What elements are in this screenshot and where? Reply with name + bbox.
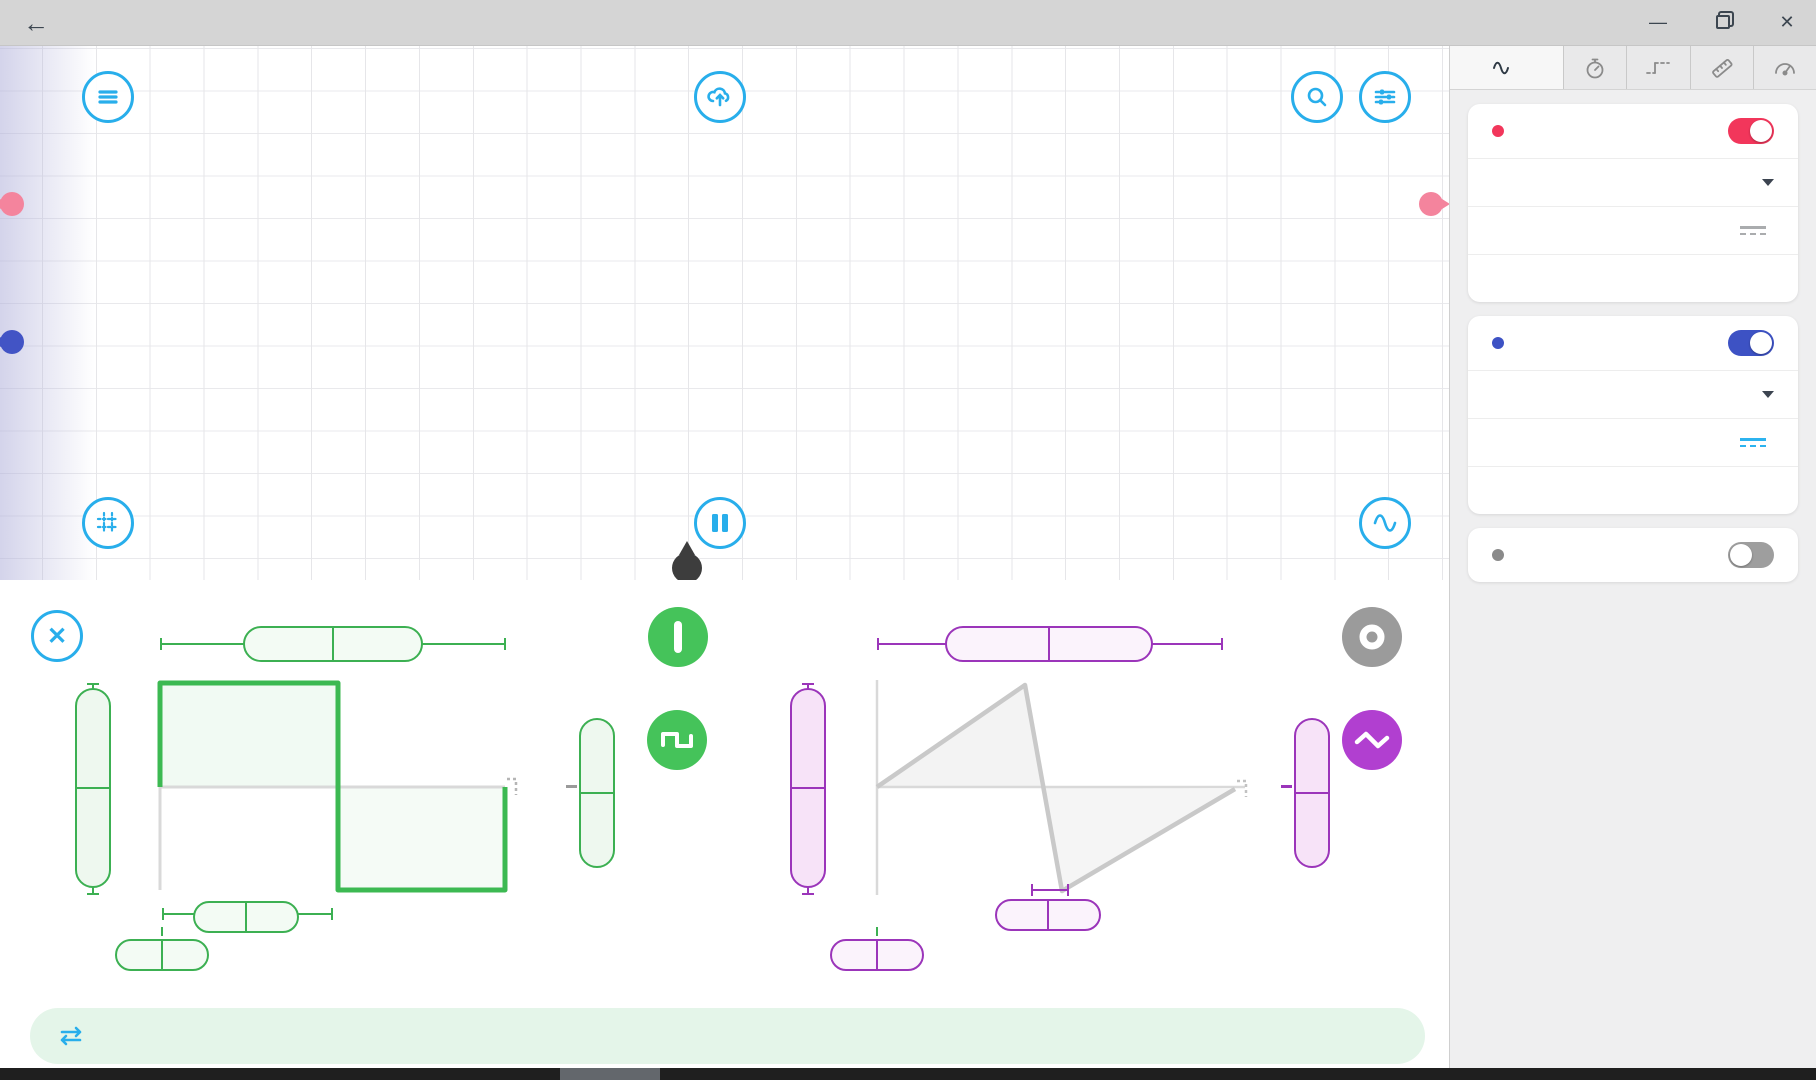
trigger-step-icon <box>1646 61 1671 74</box>
dc-coupling-icon <box>1740 438 1766 447</box>
gauge-icon <box>1774 62 1795 75</box>
settings-sidebar <box>1449 46 1816 1068</box>
math-channel-color-dot <box>1492 549 1504 561</box>
output1-offset-tick <box>566 785 577 788</box>
plot-grid <box>0 46 1449 580</box>
channel-a-color-dot <box>1492 125 1504 137</box>
output1-amplitude-pill[interactable] <box>75 688 111 888</box>
output2-phase-pill[interactable] <box>830 939 924 971</box>
tab-gauge[interactable] <box>1752 46 1816 89</box>
math-channel-toggle[interactable] <box>1728 542 1774 568</box>
tab-channel[interactable] <box>1450 46 1563 89</box>
output1-duty-pill[interactable] <box>193 901 299 933</box>
window-bottom-strip <box>0 1068 1816 1080</box>
channel-b-toggle[interactable] <box>1728 330 1774 356</box>
pause-button[interactable] <box>694 497 746 549</box>
math-channel-card <box>1468 528 1798 582</box>
generator-panel: ✕ <box>0 580 1449 1068</box>
output2-offset-tick <box>1281 785 1292 788</box>
channel-a-header <box>1468 104 1798 158</box>
output2-offset-pill[interactable] <box>1294 718 1330 868</box>
grid-axes-icon <box>96 511 120 535</box>
hamburger-menu-icon <box>98 90 118 104</box>
frequency-bar[interactable] <box>30 1008 1425 1064</box>
output1-waveform-button[interactable] <box>647 710 707 770</box>
toggle-knob <box>1730 544 1752 566</box>
resize-grip[interactable] <box>560 1068 660 1080</box>
close-window-button[interactable]: ✕ <box>1764 0 1810 44</box>
channel-a-card <box>1468 104 1798 302</box>
output2-enable-button[interactable] <box>1342 607 1402 667</box>
channel-a-probe-row <box>1468 254 1798 302</box>
zoom-button[interactable] <box>1291 71 1343 123</box>
tab-acquisition[interactable] <box>1563 46 1626 89</box>
sine-icon <box>1373 514 1397 532</box>
toggle-knob <box>1750 332 1772 354</box>
output1-enable-button[interactable] <box>648 607 708 667</box>
output1-phase-pill[interactable] <box>115 939 209 971</box>
swap-arrows-icon <box>60 1026 82 1046</box>
output2-duty-span <box>1031 884 1069 896</box>
search-icon <box>1307 87 1327 107</box>
chevron-down-icon <box>1762 179 1774 186</box>
channel-a-coupling-row <box>1468 206 1798 254</box>
menu-button[interactable] <box>82 71 134 123</box>
restore-button[interactable] <box>1700 0 1746 44</box>
channel-tab-sine-icon <box>1493 61 1509 74</box>
channel-b-marker[interactable] <box>0 330 24 354</box>
back-button[interactable]: ← <box>16 6 56 40</box>
channel-b-color-dot <box>1492 337 1504 349</box>
channel-b-probe-row[interactable] <box>1468 466 1798 514</box>
sidebar-tabbar <box>1450 46 1816 90</box>
output1-frequency-pill[interactable] <box>243 626 423 662</box>
channel-a-toggle[interactable] <box>1728 118 1774 144</box>
output1-phase-tick <box>161 927 163 936</box>
trigger-level-marker[interactable] <box>1419 192 1449 216</box>
chevron-down-icon <box>1762 391 1774 398</box>
output2-waveform-preview <box>875 680 1248 895</box>
tab-trigger[interactable] <box>1626 46 1689 89</box>
tab-measurements[interactable] <box>1689 46 1753 89</box>
grid-settings-button[interactable] <box>82 497 134 549</box>
power-off-icon <box>1359 624 1385 650</box>
output2-duty-pill[interactable] <box>995 899 1101 931</box>
ruler-icon <box>1711 58 1733 78</box>
channel-a-source-row[interactable] <box>1468 158 1798 206</box>
minimize-button[interactable]: — <box>1635 0 1681 44</box>
channel-b-source-row[interactable] <box>1468 370 1798 418</box>
stopwatch-icon <box>1586 58 1604 78</box>
channel-b-header <box>1468 316 1798 370</box>
square-wave-icon <box>661 732 693 748</box>
pause-icon <box>712 514 728 532</box>
cloud-upload-icon <box>707 87 730 107</box>
main-area: ✕ <box>0 46 1449 1068</box>
output2-waveform-button[interactable] <box>1342 710 1402 770</box>
restore-icon <box>1716 15 1730 29</box>
scope-plot <box>0 46 1449 580</box>
output2-phase-tick <box>876 927 878 936</box>
toggle-knob <box>1750 120 1772 142</box>
channel-a-marker[interactable] <box>0 192 24 216</box>
power-on-icon <box>674 621 682 653</box>
output2-frequency-pill[interactable] <box>945 626 1153 662</box>
channel-b-coupling-row[interactable] <box>1468 418 1798 466</box>
output2-amplitude-pill[interactable] <box>790 688 826 888</box>
ramp-wave-icon <box>1354 731 1390 749</box>
output1-waveform-preview <box>157 680 518 893</box>
source-waveform-button[interactable] <box>1359 497 1411 549</box>
channel-b-card <box>1468 316 1798 514</box>
sliders-icon <box>1374 89 1396 105</box>
cloud-upload-button[interactable] <box>694 71 746 123</box>
dc-coupling-icon <box>1740 226 1766 235</box>
trigger-time-marker[interactable] <box>672 541 702 580</box>
close-generator-button[interactable]: ✕ <box>31 610 83 662</box>
math-channel-header <box>1468 528 1798 582</box>
titlebar: ← — ✕ <box>0 0 1816 46</box>
display-settings-button[interactable] <box>1359 71 1411 123</box>
output1-offset-pill[interactable] <box>579 718 615 868</box>
